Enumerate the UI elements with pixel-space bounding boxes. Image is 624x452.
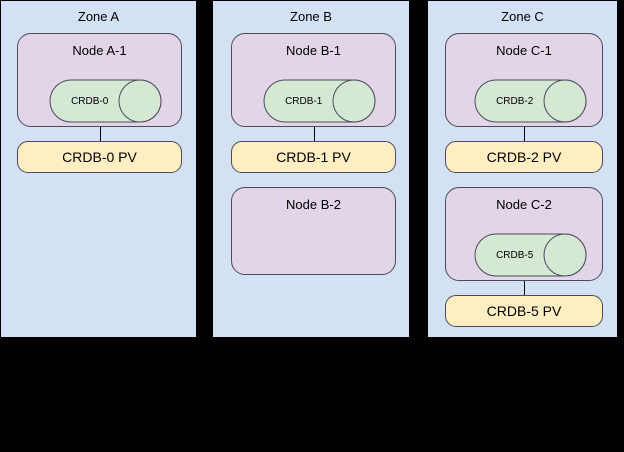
zone-b-title: Zone B	[290, 9, 332, 24]
pv-crdb-5-label: CRDB-5 PV	[486, 303, 562, 319]
pv-crdb-2: CRDB-2 PV	[445, 141, 603, 173]
pv-crdb-0-label: CRDB-0 PV	[62, 149, 137, 165]
node-b-1: Node B-1 CRDB-1	[231, 33, 396, 127]
node-b-2: Node B-2	[231, 187, 396, 275]
node-c-2-title: Node C-2	[496, 197, 552, 212]
pv-crdb-0: CRDB-0 PV	[17, 141, 182, 173]
zone-a-title: Zone A	[77, 9, 120, 24]
pod-crdb-2: CRDB-2	[474, 79, 587, 123]
connector-b-1	[314, 127, 315, 142]
node-c-1-title: Node C-1	[496, 43, 552, 58]
pv-crdb-1: CRDB-1 PV	[231, 141, 396, 173]
node-b-2-title: Node B-2	[286, 197, 341, 212]
node-c-2: Node C-2 CRDB-5	[445, 187, 603, 281]
pod-crdb-0: CRDB-0	[49, 79, 162, 123]
connector-c-2	[524, 281, 525, 296]
node-b-1-title: Node B-1	[286, 43, 341, 58]
node-a-1: Node A-1 CRDB-0	[17, 33, 182, 127]
pv-crdb-5: CRDB-5 PV	[445, 295, 603, 327]
pod-crdb-1: CRDB-1	[263, 79, 376, 123]
connector-a-1	[100, 127, 101, 142]
pv-crdb-1-label: CRDB-1 PV	[276, 149, 351, 165]
pv-crdb-2-label: CRDB-2 PV	[486, 149, 562, 165]
node-c-1: Node C-1 CRDB-2	[445, 33, 603, 127]
node-a-1-title: Node A-1	[72, 43, 127, 58]
pod-crdb-5: CRDB-5	[474, 233, 587, 277]
zone-b: Zone B Node B-1 CRDB-1 CRDB-1 PV Node B-…	[212, 0, 410, 338]
connector-c-1	[524, 127, 525, 142]
zone-c-title: Zone C	[501, 9, 544, 24]
zone-c: Zone C Node C-1 CRDB-2 CRDB-2 PV Node C-…	[427, 0, 618, 338]
zone-a: Zone A Node A-1 CRDB-0 CRDB-0 PV	[0, 0, 197, 338]
